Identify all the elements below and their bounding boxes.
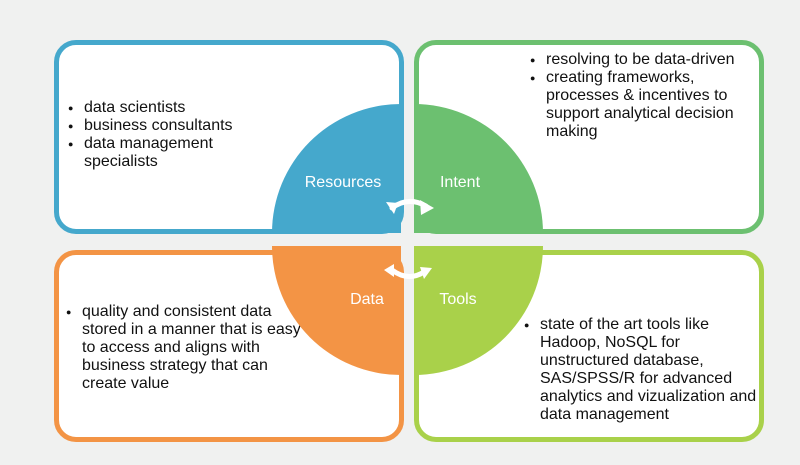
bullet-item: data management specialists [68, 135, 288, 171]
tools-wedge [414, 246, 543, 375]
tools-bullet-list: state of the art tools like Hadoop, NoSQ… [524, 316, 760, 424]
tools-label: Tools [439, 291, 476, 308]
arrowhead-icon [384, 264, 394, 277]
bullet-item: business consultants [68, 117, 288, 135]
intent-wedge [414, 104, 543, 233]
data-bullet-list: quality and consistent data stored in a … [66, 303, 302, 393]
arrowhead-icon [386, 202, 398, 214]
arrowhead-icon [420, 200, 434, 215]
bullet-item: resolving to be data-driven [530, 51, 760, 69]
bullet-item: data scientists [68, 99, 288, 117]
intent-bullet-list: resolving to be data-driven creating fra… [530, 51, 760, 141]
resources-bullet-list: data scientists business consultants dat… [68, 99, 288, 171]
bullet-item: quality and consistent data stored in a … [66, 303, 302, 393]
intent-label: Intent [440, 174, 481, 191]
resources-label: Resources [305, 174, 381, 191]
resources-wedge [272, 104, 401, 233]
bullet-item: state of the art tools like Hadoop, NoSQ… [524, 316, 760, 424]
arrowhead-icon [420, 267, 432, 279]
data-label: Data [350, 291, 384, 308]
data-wedge [272, 246, 401, 375]
bullet-item: creating frameworks, processes & incenti… [530, 69, 760, 141]
